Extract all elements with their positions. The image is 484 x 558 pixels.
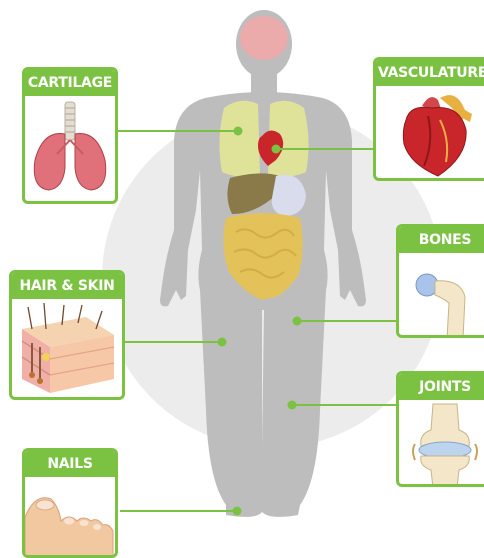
hair-skin-label: HAIR & SKIN — [12, 273, 122, 299]
heart-icon — [376, 86, 484, 181]
bones-card: BONES — [396, 224, 484, 338]
brain — [240, 16, 288, 60]
nails-label: NAILS — [25, 451, 115, 477]
joints-label: JOINTS — [399, 374, 484, 400]
hair-skin-card: HAIR & SKIN — [9, 270, 125, 400]
lungs-trachea-icon — [25, 96, 115, 202]
toes-icon — [25, 477, 115, 557]
knee-joint-icon — [399, 400, 484, 487]
nails-card: NAILS — [22, 448, 118, 558]
skin-cross-section-icon — [12, 299, 122, 399]
femur-bone-icon — [399, 253, 484, 338]
joints-card: JOINTS — [396, 371, 484, 487]
bones-label: BONES — [399, 227, 484, 253]
cartilage-card: CARTILAGE — [22, 67, 118, 204]
vasculature-card: VASCULATURE — [373, 57, 484, 181]
cartilage-label: CARTILAGE — [25, 70, 115, 96]
vasculature-label: VASCULATURE — [376, 60, 484, 86]
